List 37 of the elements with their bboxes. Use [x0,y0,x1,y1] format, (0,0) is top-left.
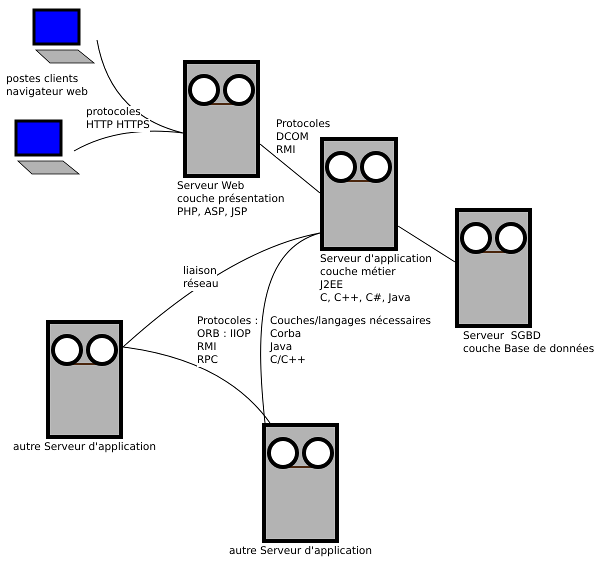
connector-line [260,232,320,424]
label-text: RMI [197,341,216,354]
label-text: ORB : IIOP [197,328,251,341]
server-caption: Serveur Web [177,180,246,193]
connector-line [398,226,456,262]
server-caption: J2EE [320,279,344,292]
server-caption: couche présentation [177,193,285,206]
label-text: RPC [197,354,218,367]
server-caption: PHP, ASP, JSP [177,206,248,219]
label-text: liaison [183,265,217,278]
label-text: Protocoles [276,118,330,131]
label-text: RMI [276,144,296,157]
server-caption: autre Serveur d'application [229,545,372,558]
server-caption: C, C++, C#, Java [320,292,412,305]
connector-line [122,346,270,424]
label-text: Java [270,341,292,354]
connector-line [74,130,184,152]
label-text: navigateur web [6,86,88,99]
connector-line [260,144,320,194]
connector-line [96,40,184,134]
label-text: DCOM [276,131,309,144]
laptop-icon [14,119,81,175]
label-text: réseau [183,278,219,291]
label-text: protocoles [86,106,141,119]
laptop-icon [32,8,96,64]
label-text: C/C++ [270,354,306,367]
label-text: postes clients [6,73,78,86]
server-caption: couche métier [320,266,397,279]
label-text: Couches/langages nécessaires [270,315,432,328]
server-caption: Serveur d'application [320,253,432,266]
server-caption: couche Base de données [463,343,594,356]
server-caption: autre Serveur d'application [13,441,156,454]
label-text: Corba [270,328,302,341]
server-caption: Serveur SGBD [463,330,542,343]
connector-line [122,232,320,348]
label-text: HTTP HTTPS [86,119,150,132]
label-text: Protocoles : [197,315,258,328]
